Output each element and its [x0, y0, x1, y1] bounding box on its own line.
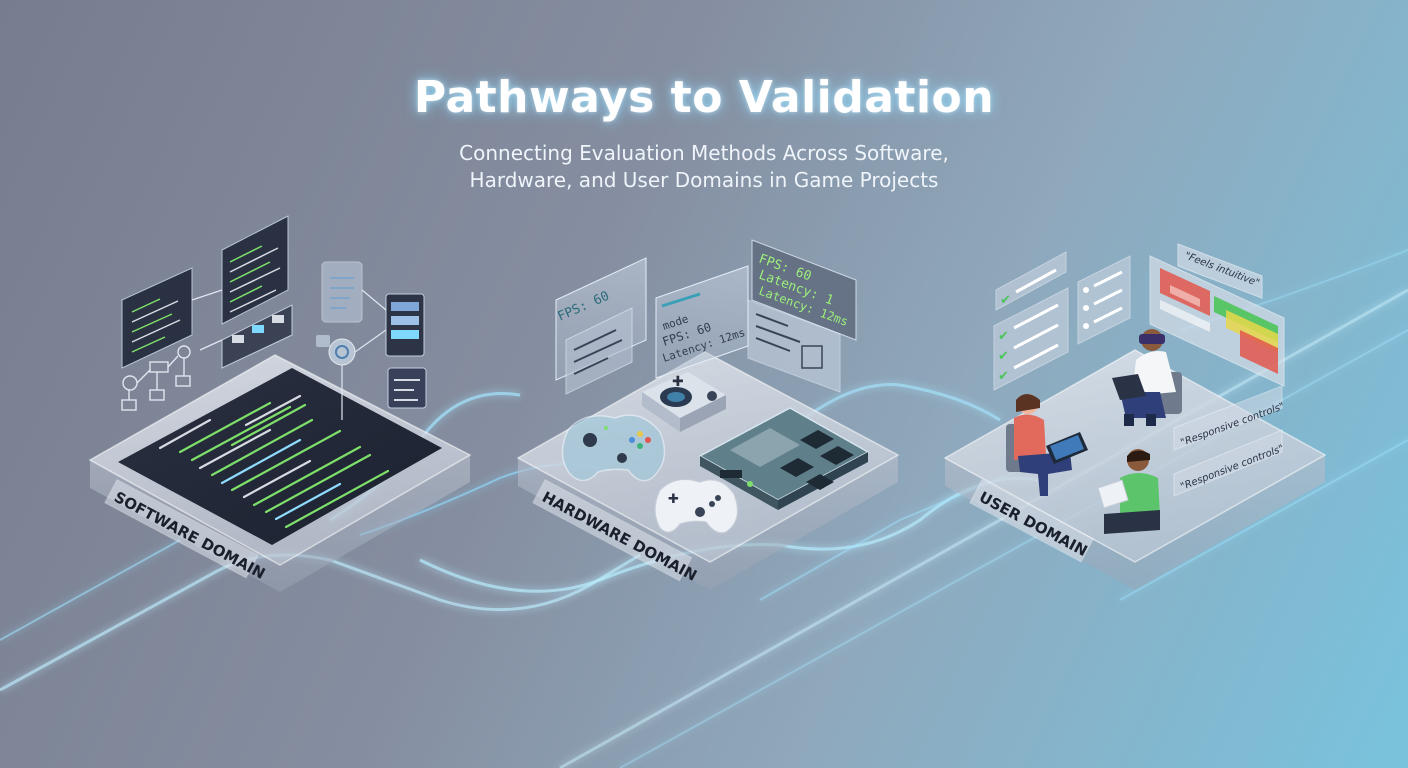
- tablet-user: [1006, 394, 1088, 496]
- svg-text:✚: ✚: [672, 374, 684, 390]
- svg-text:✔: ✔: [998, 349, 1009, 364]
- checklist-panel-large: ✔ ✔ ✔: [993, 287, 1069, 391]
- handheld-console: ✚: [642, 372, 726, 432]
- floating-code-panel-1: [121, 267, 193, 369]
- svg-text:✔: ✔: [998, 369, 1009, 384]
- circular-icon-node: [316, 335, 356, 366]
- floating-ui-panel: [321, 261, 363, 323]
- latency-panel-right: FPS: 60 Latency: 1 Latency: 12ms: [747, 239, 857, 393]
- connector-lines: [341, 289, 387, 420]
- vr-user: [1112, 329, 1182, 426]
- heatmap-cells: [1160, 268, 1278, 374]
- code-lines: [158, 394, 390, 529]
- hardware-domain: FPS: 60 mode FPS: 60 Latency: 12ms FPS: …: [516, 239, 900, 590]
- page-subtitle: Connecting Evaluation Methods Across Sof…: [0, 140, 1408, 194]
- fps-panel-left: FPS: 60: [555, 257, 647, 395]
- latency-panel-center: mode FPS: 60 Latency: 12ms: [655, 265, 749, 379]
- software-domain: SOFTWARE DOMAIN: [88, 215, 472, 592]
- notes-user: [1097, 449, 1160, 534]
- svg-text:✚: ✚: [668, 492, 679, 507]
- floating-settings-panel: [385, 293, 427, 409]
- floating-code-panel-2: [221, 215, 289, 325]
- heatmap-panel: [1149, 255, 1285, 387]
- circuit-board: [698, 407, 870, 510]
- svg-text:✔: ✔: [1000, 293, 1011, 308]
- gamepad-transparent: [561, 414, 666, 482]
- subtitle-line-1: Connecting Evaluation Methods Across Sof…: [459, 141, 949, 165]
- page-title: Pathways to Validation: [413, 72, 995, 123]
- flowchart-diagram: [121, 289, 223, 411]
- checklist-panel-small: ✔: [995, 251, 1067, 311]
- subtitle-line-2: Hardware, and User Domains in Game Proje…: [469, 168, 939, 192]
- floating-module-panel: [221, 304, 293, 369]
- user-domain: ✔ ✔ ✔ ✔: [943, 243, 1327, 590]
- svg-text:✔: ✔: [998, 329, 1009, 344]
- gamepad-white: ✚: [654, 478, 739, 534]
- options-list-panel: [1077, 255, 1131, 345]
- code-editor-screen: [118, 368, 442, 545]
